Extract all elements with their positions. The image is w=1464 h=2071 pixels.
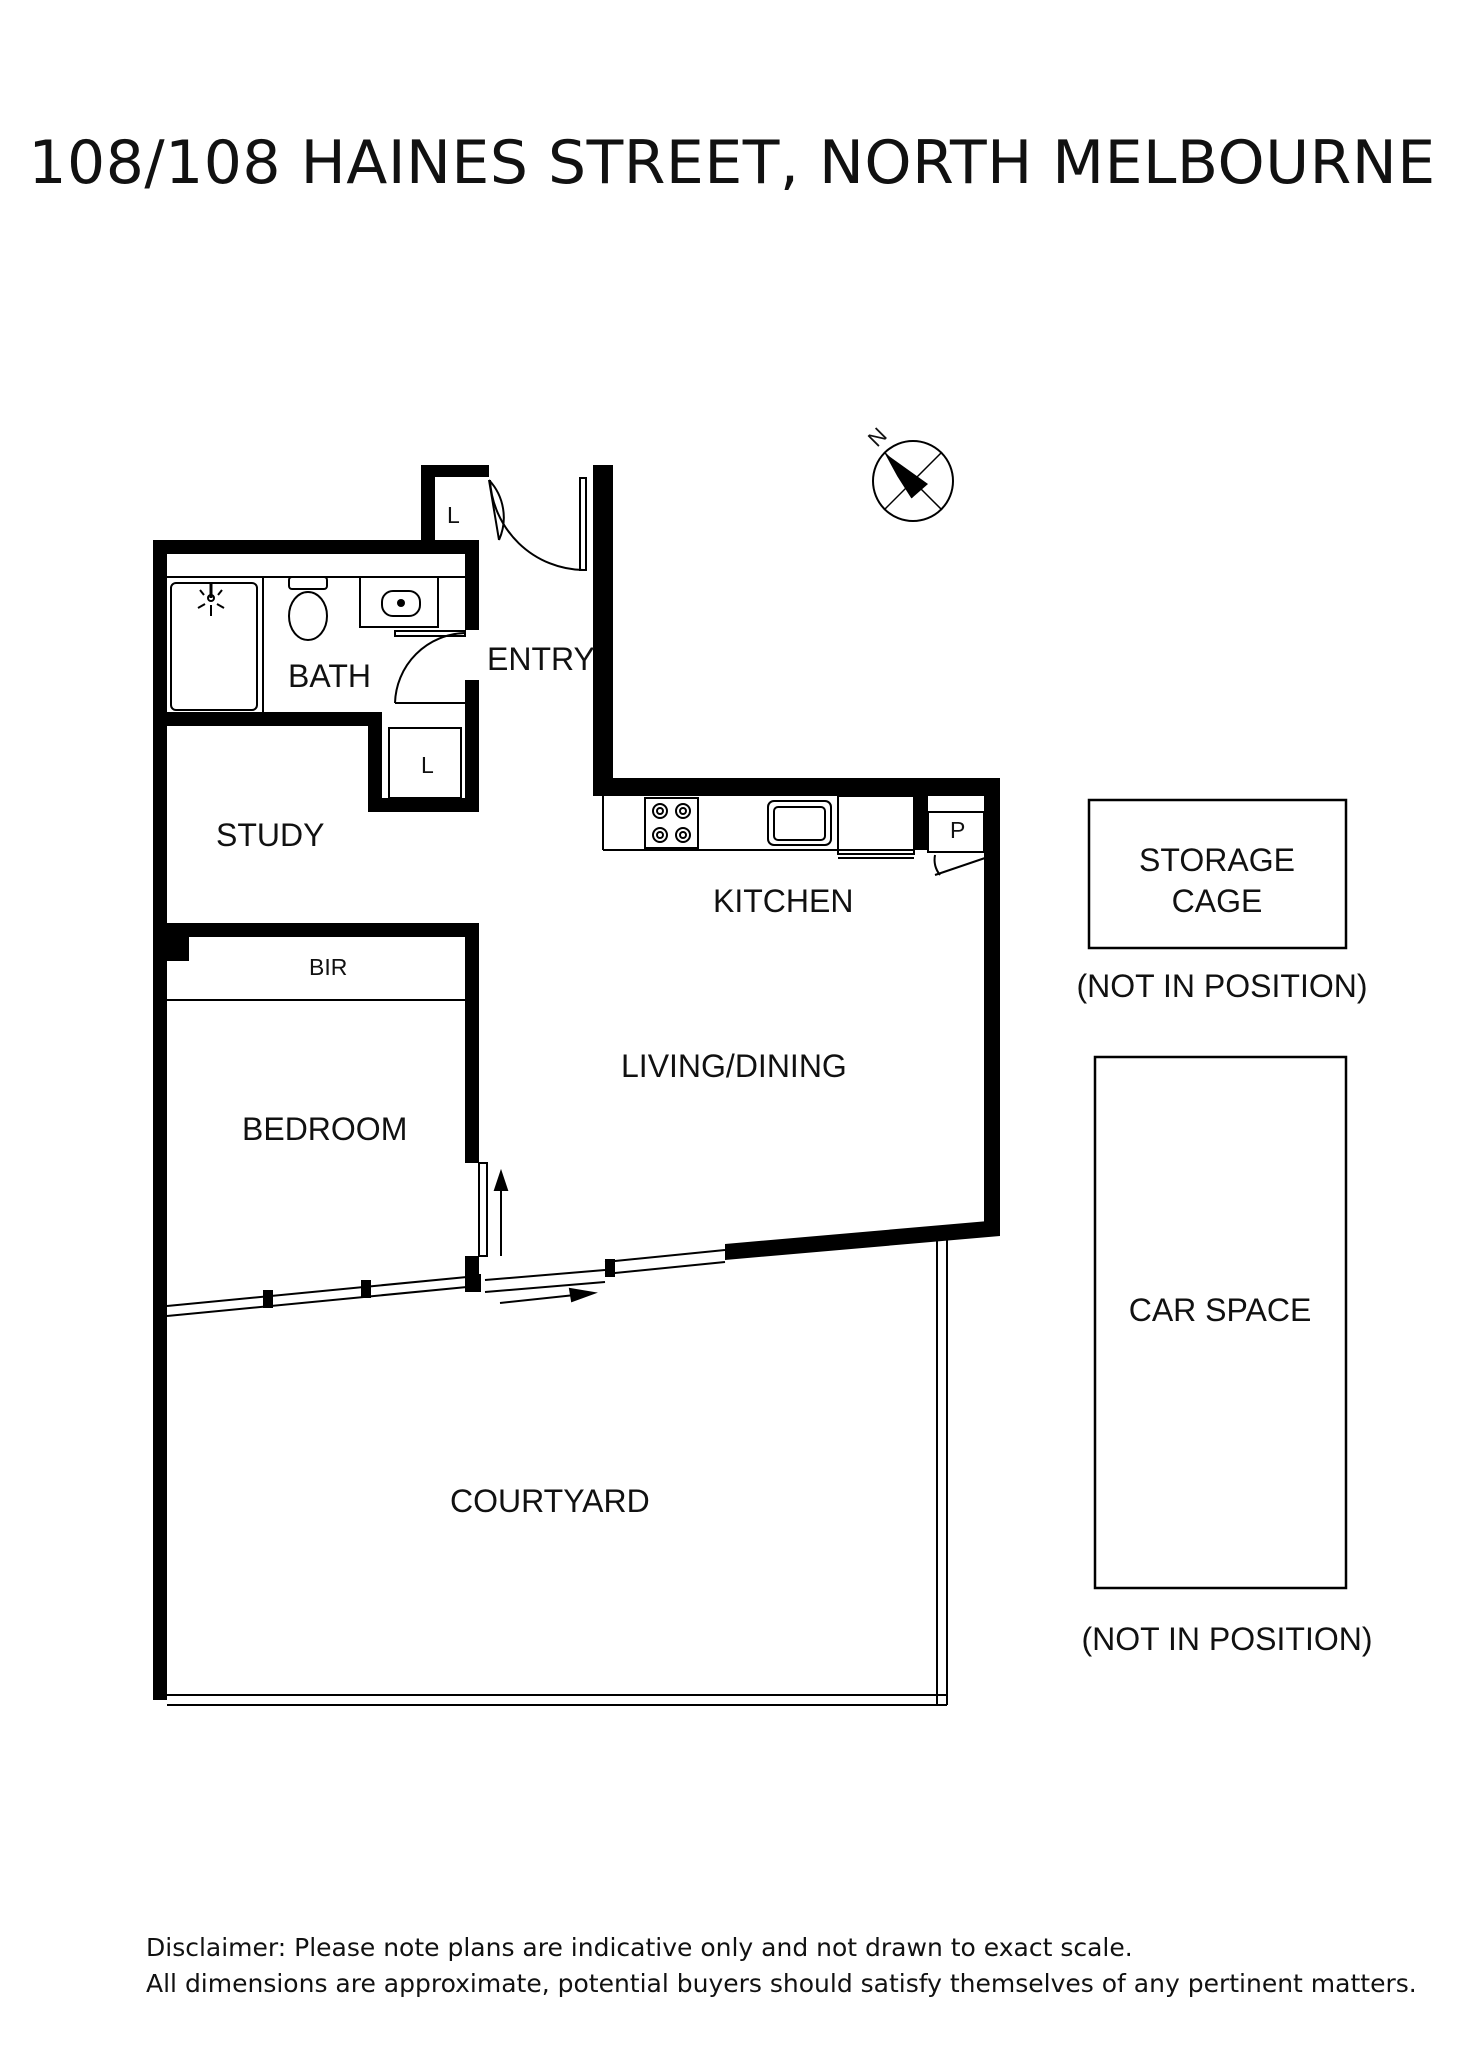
linen-closets — [388, 727, 462, 799]
kitchen-bench — [602, 795, 985, 859]
disclaimer: Disclaimer: Please note plans are indica… — [146, 1930, 1417, 2002]
storage-cage-label-line1: STORAGE — [1139, 842, 1295, 878]
cooktop-icon — [644, 797, 699, 849]
window-mullions — [263, 1259, 615, 1308]
room-label-linen-mid: L — [421, 752, 434, 778]
north-arrow-icon — [872, 440, 954, 522]
room-label-kitchen: KITCHEN — [713, 883, 853, 919]
room-label-entry: ENTRY — [487, 641, 595, 677]
storage-cage-box — [1087, 798, 1348, 950]
car-space-box — [1093, 1055, 1348, 1590]
sink-icon — [767, 800, 832, 846]
compass-north-label: N — [863, 423, 892, 452]
room-label-linen-top: L — [447, 502, 460, 528]
basin-icon — [381, 590, 421, 617]
disclaimer-line-2: All dimensions are approximate, potentia… — [146, 1969, 1417, 1998]
courtyard-outline — [167, 1240, 948, 1706]
room-label-courtyard: COURTYARD — [450, 1483, 650, 1519]
room-label-pantry: P — [950, 817, 965, 843]
fridge-icon — [837, 795, 915, 855]
glazing — [166, 1249, 726, 1317]
disclaimer-line-1: Disclaimer: Please note plans are indica… — [146, 1933, 1133, 1962]
toilet-icon — [288, 576, 328, 590]
storage-cage-note: (NOT IN POSITION) — [1077, 968, 1368, 1004]
room-label-bedroom: BEDROOM — [242, 1111, 407, 1147]
doors — [394, 477, 986, 1257]
car-space-label: CAR SPACE — [1129, 1292, 1312, 1328]
storage-cage-label-line2: CAGE — [1172, 883, 1263, 919]
room-label-living-dining: LIVING/DINING — [621, 1048, 847, 1084]
sliding-door-arrows — [493, 1168, 598, 1304]
room-label-bath: BATH — [288, 658, 371, 694]
room-label-study: STUDY — [216, 817, 324, 853]
room-label-bir: BIR — [309, 954, 347, 980]
slanted-wall — [725, 1220, 1000, 1260]
car-space-note: (NOT IN POSITION) — [1082, 1621, 1373, 1657]
page-title: 108/108 HAINES STREET, NORTH MELBOURNE — [28, 128, 1436, 198]
bathroom-fixtures — [167, 576, 479, 712]
walls — [153, 465, 1000, 1700]
shower-icon — [170, 582, 258, 711]
